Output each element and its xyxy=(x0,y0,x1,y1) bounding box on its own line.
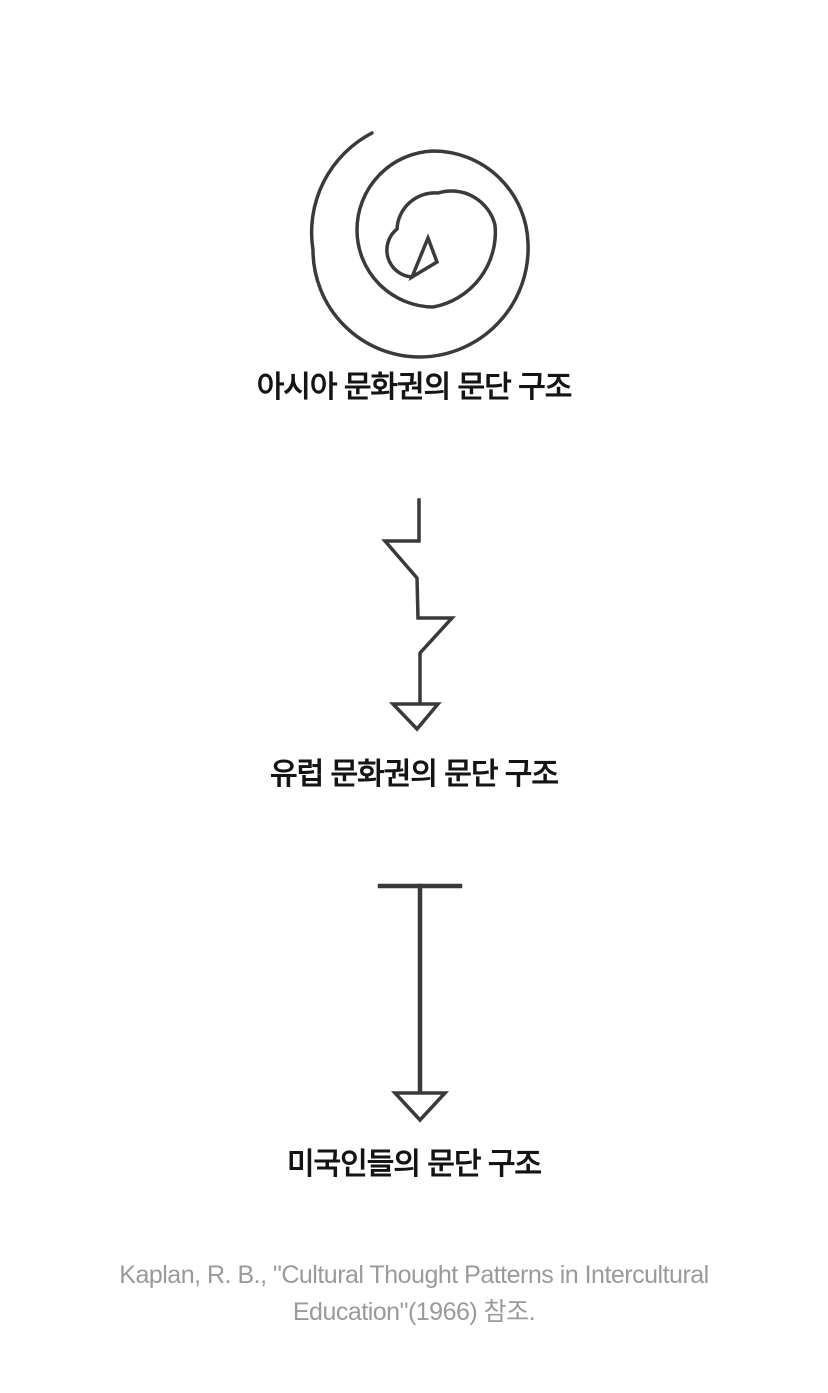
straight-arrow-figure xyxy=(377,883,463,1123)
europe-figure-caption: 유럽 문화권의 문단 구조 xyxy=(269,758,559,791)
citation: Kaplan, R. B., "Cultural Thought Pattern… xyxy=(0,1257,828,1331)
citation-line-1: Kaplan, R. B., "Cultural Thought Pattern… xyxy=(119,1261,709,1289)
spiral-line xyxy=(309,131,530,359)
spiral-arrowhead-icon xyxy=(408,233,440,282)
america-figure-caption: 미국인들의 문단 구조 xyxy=(286,1148,542,1181)
straight-arrowhead-icon xyxy=(390,1091,450,1123)
asia-figure-caption: 아시아 문화권의 문단 구조 xyxy=(256,371,573,404)
spiral-figure xyxy=(309,131,530,359)
zigzag-arrow-figure xyxy=(381,498,456,732)
zigzag-line xyxy=(381,498,456,704)
citation-line-2: Education"(1966) 참조. xyxy=(292,1298,536,1326)
zigzag-arrowhead-icon xyxy=(388,702,442,732)
